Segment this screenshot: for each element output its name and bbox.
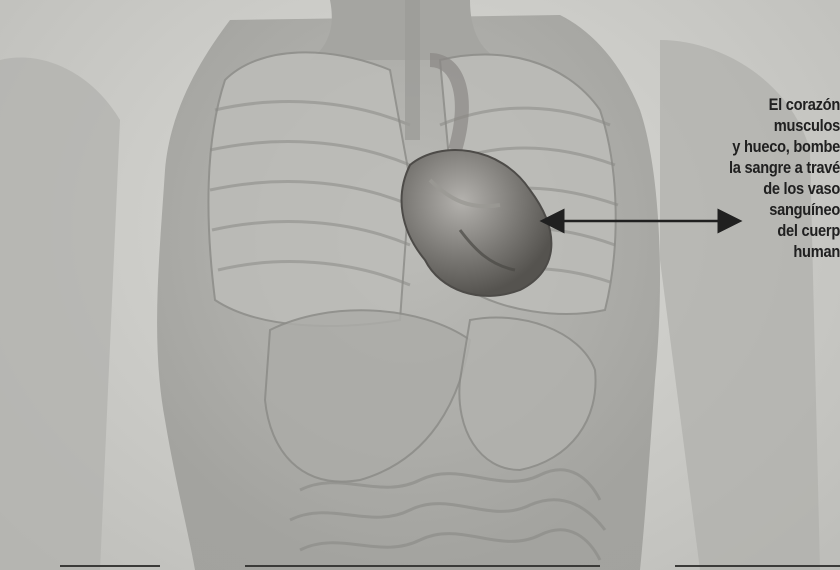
heart-caption: El corazón musculos y hueco, bombe la sa… bbox=[677, 94, 840, 262]
left-arm bbox=[0, 58, 120, 570]
left-lung bbox=[208, 52, 410, 326]
trachea bbox=[405, 0, 420, 140]
